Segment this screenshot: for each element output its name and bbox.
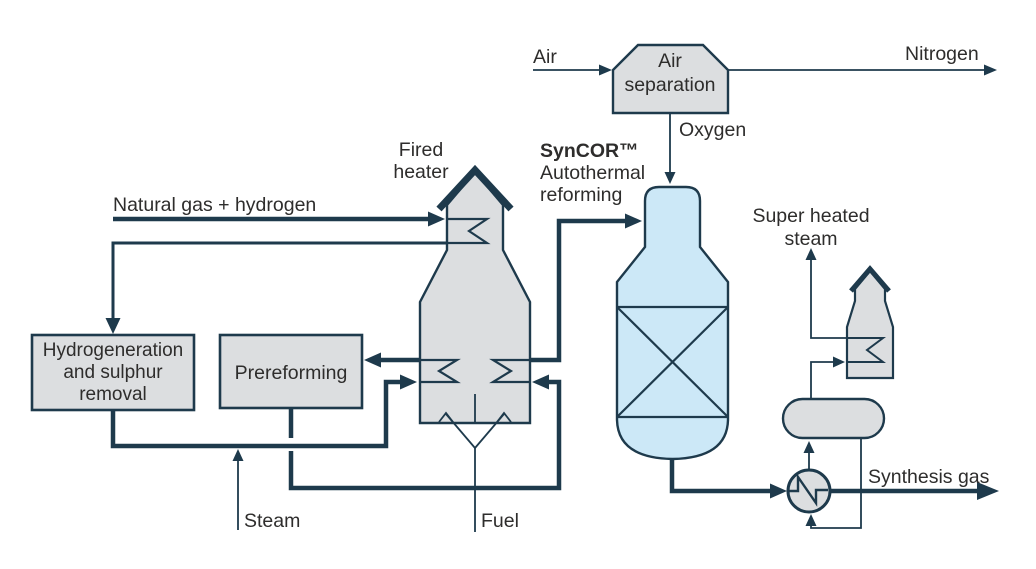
prereforming-label: Prereforming [235,362,348,384]
fuel-label: Fuel [481,510,519,532]
prereforming-outlet-arrow [532,374,549,390]
syncor-reactor [615,185,730,461]
fired-heater-label-line2: heater [393,161,449,183]
hds-label-line1: Hydrogeneration [43,340,183,361]
steam-superheater [845,265,895,380]
prereforming-outlet-line [288,379,562,491]
exchanger-inlet-arrow [770,483,787,499]
superheater-coil [847,337,886,363]
superheater-roof [849,265,891,293]
heat-exchanger-zigzag [789,473,828,507]
synthesis-gas-arrow [977,482,999,500]
burner-flame-arrow-left [438,411,454,423]
steam-drum [781,397,886,440]
catalyst-bed-diagonal-2 [616,306,729,418]
air-separation-label-line2: separation [624,74,715,96]
nitrogen-label: Nitrogen [905,43,979,65]
nitrogen-outlet-arrow [984,64,997,76]
heat-exchanger [786,468,832,514]
burner-symbol [438,394,512,449]
syncor-label-line1: SynCOR™ [540,140,639,162]
natural-gas-label: Natural gas + hydrogen [113,194,316,216]
prereforming-box [218,333,364,410]
steam-inlet-arrow [232,449,244,461]
syncor-label-line3: reforming [540,184,622,206]
fired-heater-right-coil [489,358,530,384]
syncor-catalyst-bed [616,305,729,419]
riser-arrow [803,441,815,453]
air-inlet-arrow [599,64,612,76]
hds-label-line3: removal [79,384,147,405]
drum-to-superheater-arrow [833,356,845,368]
fired-heater-roof [436,164,514,212]
syncor-inlet-arrow [625,213,642,229]
fired-heater-top-coil [448,217,491,245]
fired-heater-body [418,170,532,425]
feed-return-line [111,241,448,321]
drum-to-superheater-line [810,361,835,399]
burner-flame-arrow-right [496,411,512,423]
hds-inlet-arrow [105,318,121,334]
syncor-outlet-line [669,459,772,494]
hds-label-line2: and sulphur [63,362,163,383]
fired-heater-left-coil [420,358,461,384]
natural-gas-arrow [428,211,445,227]
hds-outlet-arrow [400,374,417,390]
oxygen-arrow [664,172,676,184]
superheated-steam-label-line2: steam [784,228,837,250]
fired-heater [418,164,532,425]
air-separation-label-line1: Air [658,50,682,72]
oxygen-label: Oxygen [679,119,746,141]
syncor-label-line2: Autothermal [540,162,645,184]
superheated-steam-line [810,257,847,339]
air-label: Air [533,46,557,68]
downcomer-arrow [805,514,817,526]
synthesis-gas-label: Synthesis gas [868,466,990,488]
heater-to-syncor-line [530,218,627,363]
superheated-steam-label-line1: Super heated [752,205,869,227]
prereforming-inlet-arrow [364,352,381,368]
superheated-steam-arrow [805,248,817,260]
fired-heater-label-line1: Fired [399,139,443,161]
steam-label: Steam [244,510,300,532]
hds-outlet-line [110,379,402,449]
